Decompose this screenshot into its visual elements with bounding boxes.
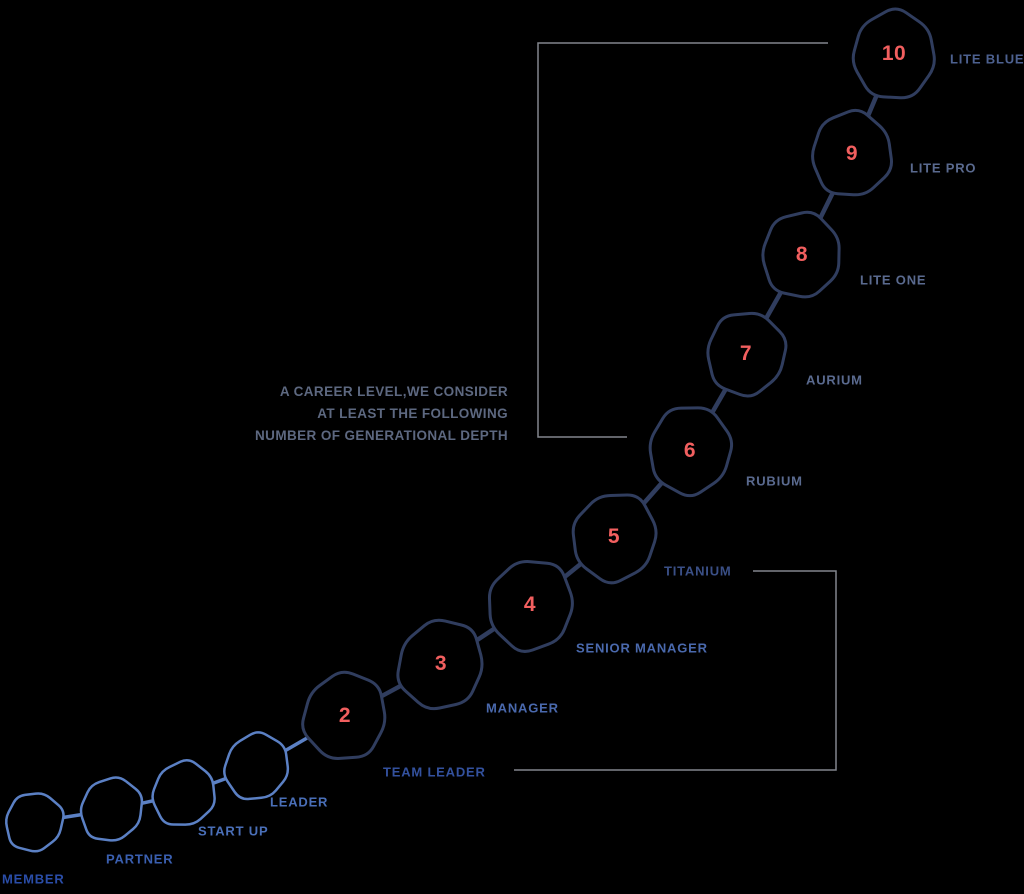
level-node-shape [79,776,144,842]
note-line-2: AT LEAST THE FOLLOWING [317,406,508,421]
level-node-shape [487,560,574,653]
bracket-top [537,42,828,438]
generational-depth-note: A CAREER LEVEL,WE CONSIDER AT LEAST THE … [255,381,508,447]
level-number: 4 [523,593,537,616]
level-label-lite-one: LITE ONE [860,272,927,288]
bracket-bottom [514,570,837,771]
level-node-shape [571,493,658,585]
level-node-shape [396,618,484,711]
level-node-shape [223,731,290,801]
level-number: 7 [739,342,753,365]
level-node-shape [851,7,936,100]
level-label-manager: MANAGER [486,700,559,716]
level-node-shape [811,108,893,197]
level-node-shape [151,759,216,826]
level-label-rubium: RUBIUM [746,473,803,489]
level-node-shape [301,670,387,760]
level-node-shape [4,792,65,853]
level-number: 3 [434,652,448,675]
level-label-titanium: TITANIUM [664,563,732,579]
level-node-shape [706,311,788,398]
level-label-lite-pro: LITE PRO [910,160,977,176]
level-node-shape [648,406,734,498]
level-label-lite-blue: LITE BLUE [950,51,1024,67]
level-number: 10 [881,42,907,65]
note-line-1: A CAREER LEVEL,WE CONSIDER [279,384,508,399]
level-node-shape [761,210,841,299]
level-label-member: MEMBER [2,871,65,887]
note-line-3: NUMBER OF GENERATIONAL DEPTH [255,428,508,443]
level-number: 9 [845,142,859,165]
level-label-senior-manager: SENIOR MANAGER [576,640,708,656]
level-number: 8 [795,243,809,266]
level-label-partner: PARTNER [106,851,174,867]
level-number: 2 [338,704,352,727]
level-label-team-leader: TEAM LEADER [383,764,486,780]
level-label-start-up: START UP [198,823,269,839]
level-number: 6 [683,439,697,462]
level-number: 5 [607,525,621,548]
level-label-leader: LEADER [270,794,329,810]
level-label-aurium: AURIUM [806,372,863,388]
